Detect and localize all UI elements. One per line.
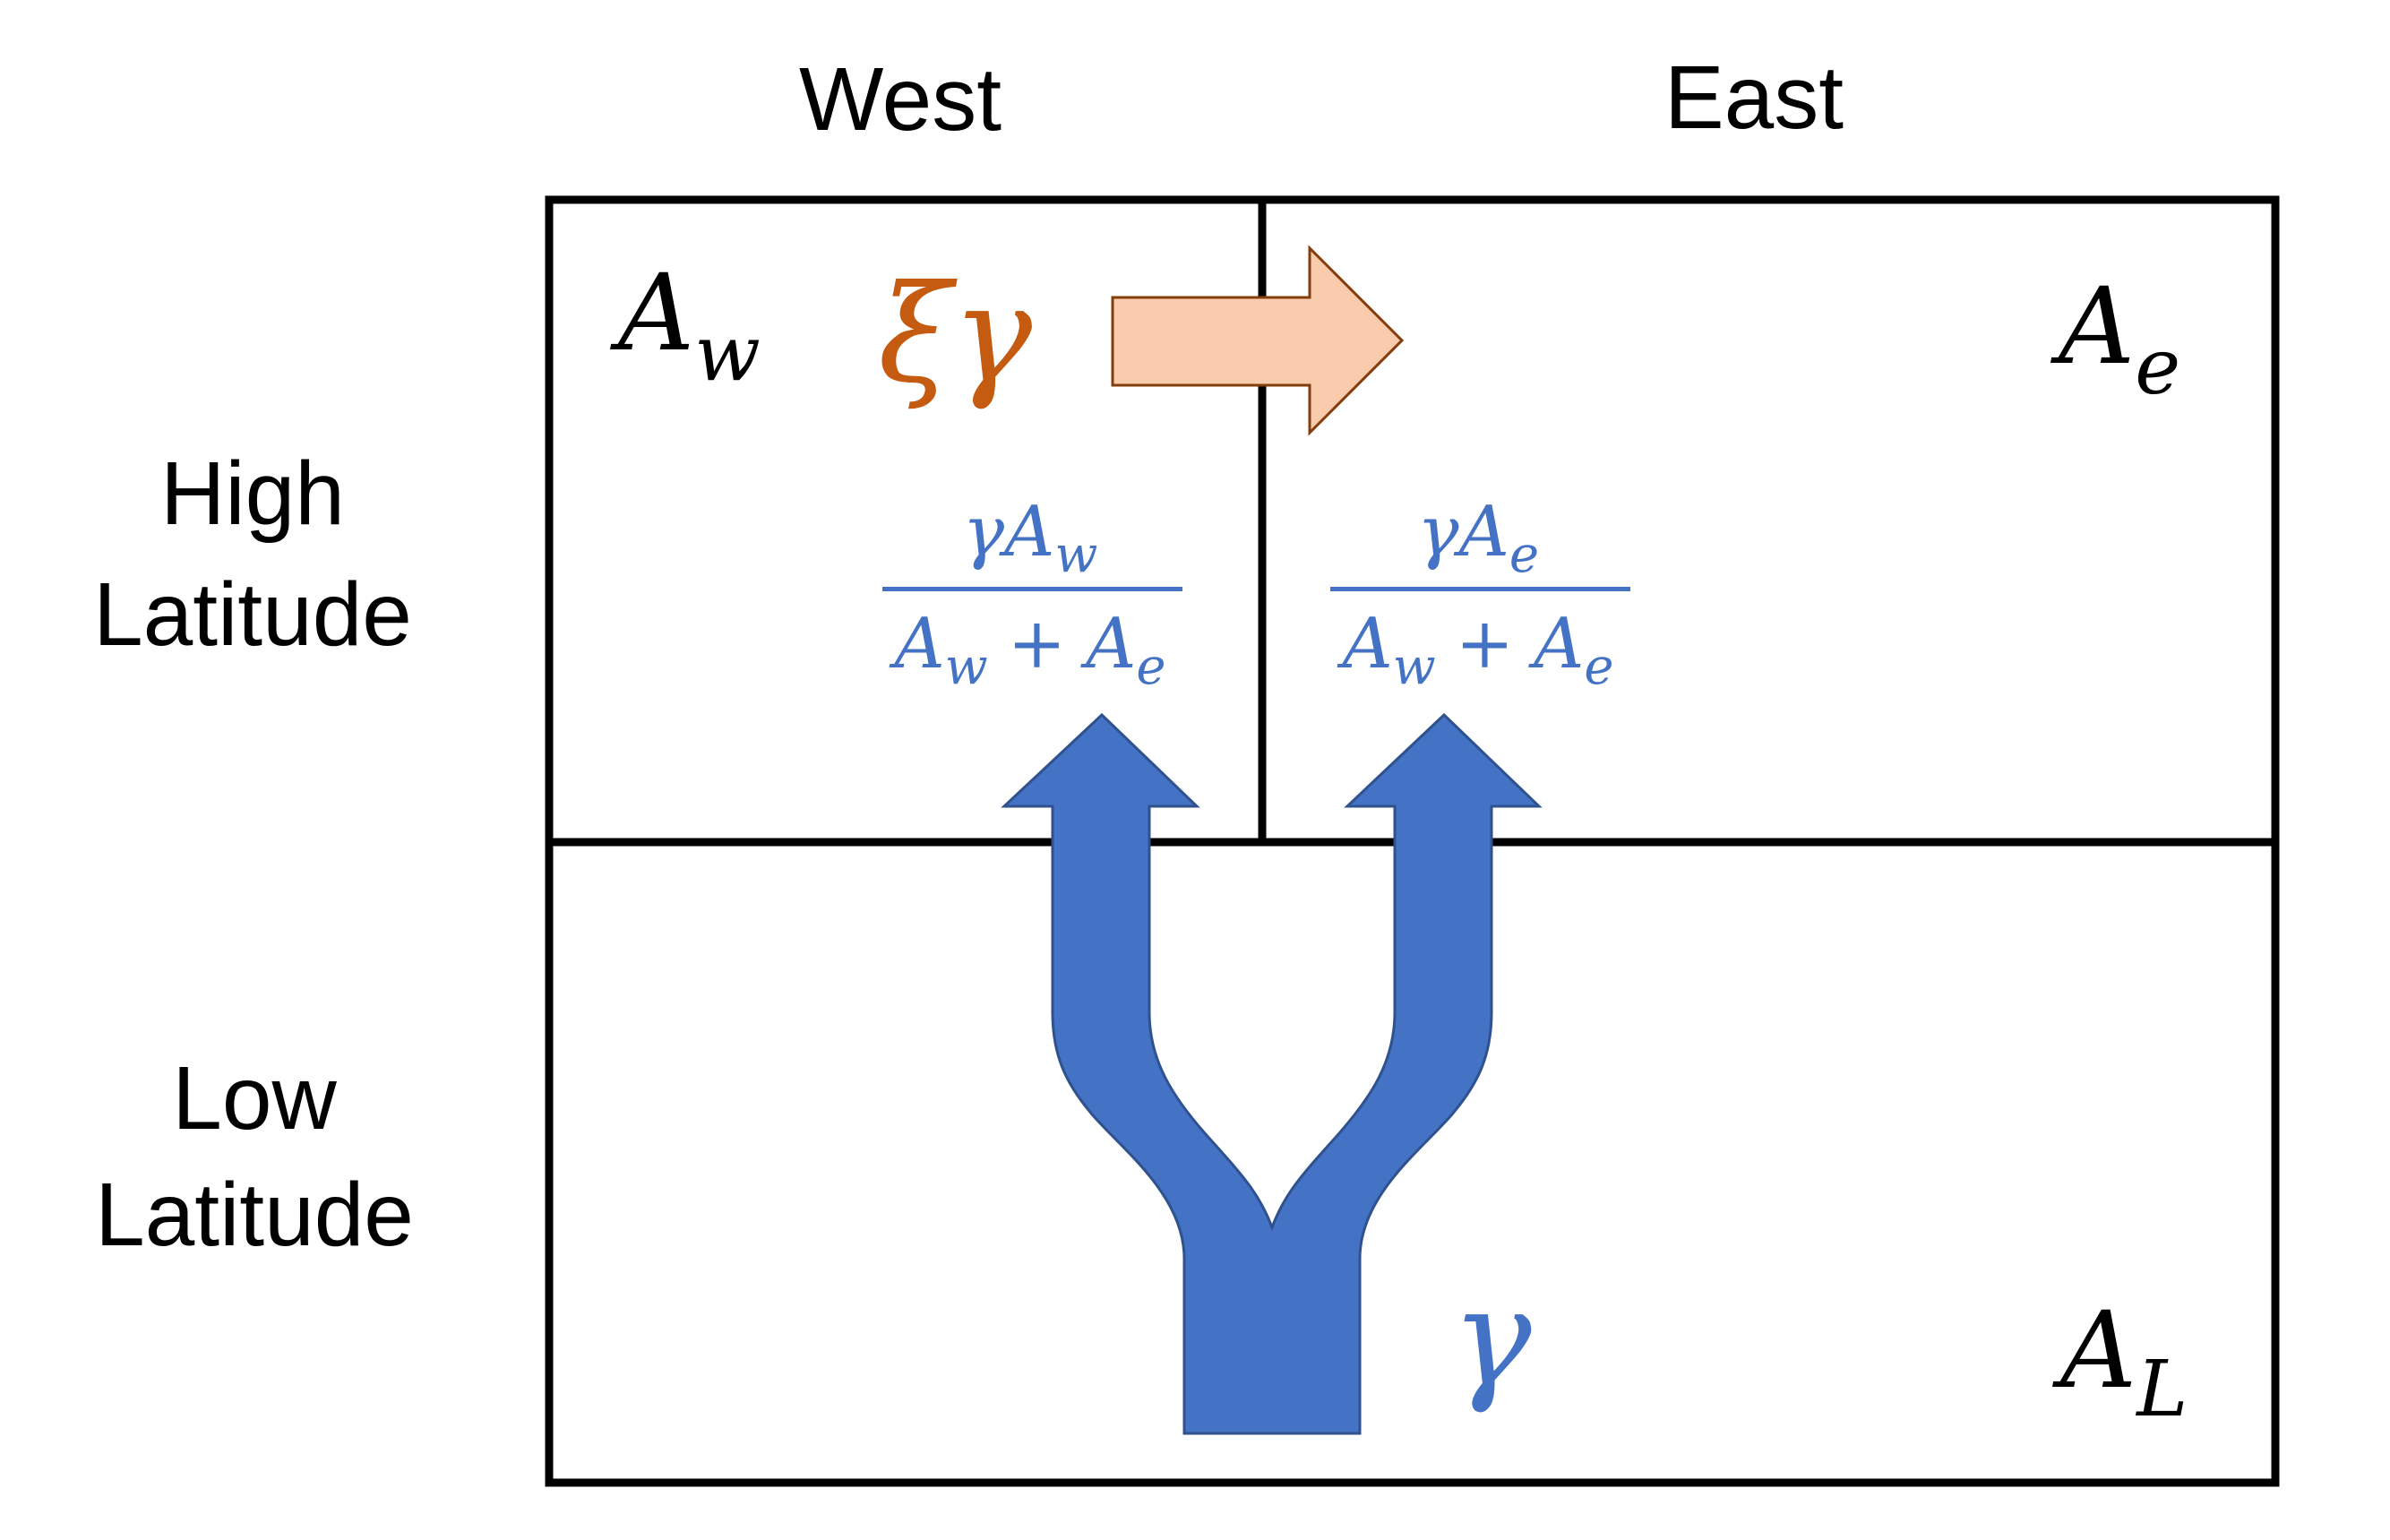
meridional-flux-label: γ (1451, 1260, 1532, 1416)
column-label-west: West (799, 49, 1002, 150)
west-fraction-numerator: γAw (963, 492, 1098, 584)
east-fraction-bar (1330, 587, 1630, 591)
west-branch-fraction: γAw Aw+Ae (882, 492, 1182, 696)
box-low-subscript: L (2135, 1345, 2188, 1434)
east-den-sub1: w (1393, 638, 1436, 696)
west-num-gamma: γ (963, 492, 1005, 572)
column-label-east: East (1664, 47, 1844, 148)
box-east-subscript: e (2135, 323, 2180, 412)
west-num-A: A (999, 492, 1054, 572)
box-low-A: A (2052, 1288, 2136, 1412)
east-fraction-numerator: γAe (1417, 492, 1539, 584)
east-branch-fraction: γAe Aw+Ae (1330, 492, 1630, 696)
zonal-flux-arrow (1111, 245, 1405, 436)
row-label-high-latitude: High Latitude (93, 443, 412, 665)
west-num-subscript: w (1055, 526, 1098, 584)
east-num-subscript: e (1509, 526, 1539, 584)
box-symbol-west: Aw (610, 251, 761, 399)
row-label-low-line1: Low (172, 1048, 337, 1149)
zonal-flux-label: ξγ (878, 257, 1033, 413)
west-fraction-denominator: Aw+Ae (889, 604, 1165, 696)
box-west-subscript: w (694, 309, 761, 399)
row-label-low-line2: Latitude (95, 1165, 414, 1265)
east-den-A1: A (1337, 604, 1392, 684)
west-den-A2: A (1080, 604, 1136, 684)
meridional-flux-arrow (1001, 712, 1543, 1435)
east-den-plus: + (1456, 604, 1514, 684)
box-symbol-east: Ae (2050, 264, 2180, 412)
box-east-A: A (2050, 264, 2135, 388)
east-den-sub2: e (1584, 638, 1613, 696)
row-label-high-line2: Latitude (93, 564, 412, 665)
east-num-gamma: γ (1417, 492, 1459, 572)
east-den-A2: A (1528, 604, 1584, 684)
east-num-A: A (1454, 492, 1509, 572)
row-label-high-line1: High (160, 443, 345, 544)
west-den-A1: A (889, 604, 944, 684)
box-west-A: A (610, 251, 694, 374)
west-den-plus: + (1008, 604, 1066, 684)
west-den-sub2: e (1136, 638, 1165, 696)
row-label-low-latitude: Low Latitude (95, 1048, 414, 1265)
east-fraction-denominator: Aw+Ae (1337, 604, 1613, 696)
west-fraction-bar (882, 587, 1182, 591)
box-symbol-low: AL (2052, 1288, 2188, 1434)
west-den-sub1: w (945, 638, 988, 696)
